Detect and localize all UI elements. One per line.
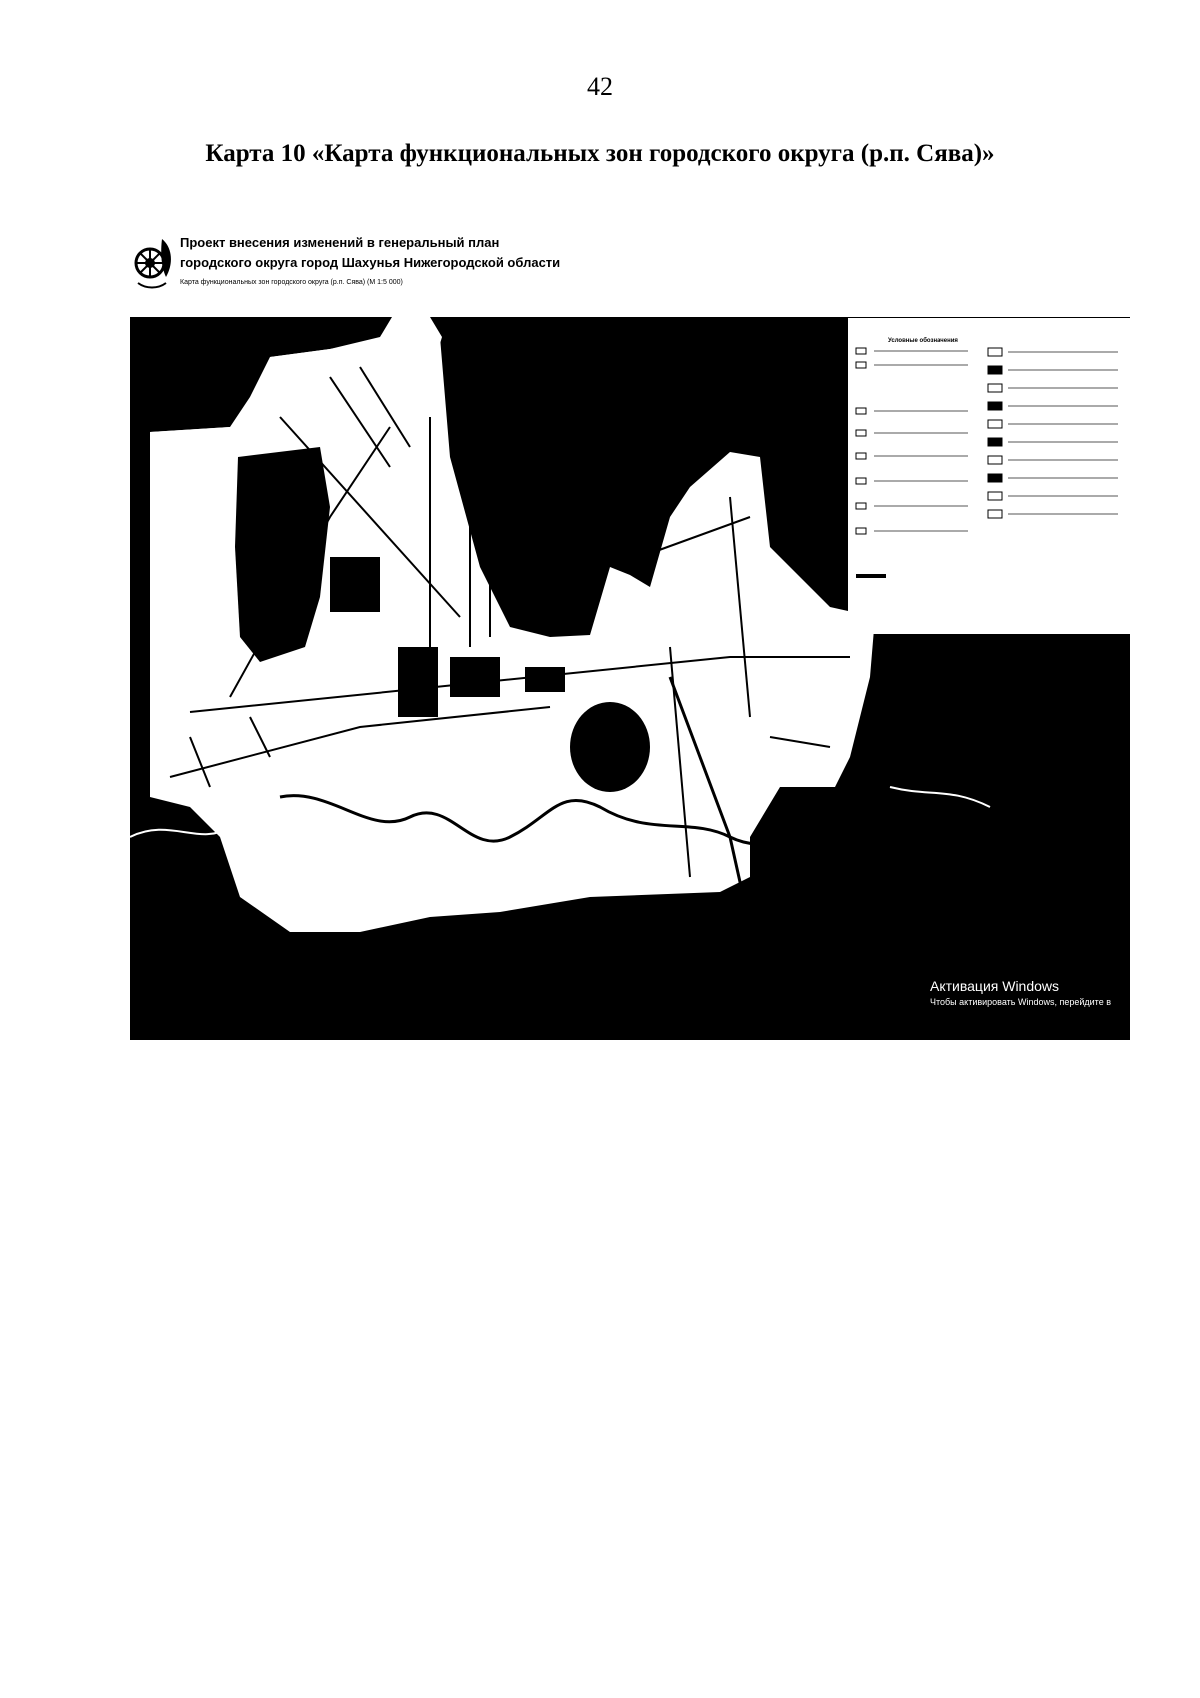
map-figure: Проект внесения изменений в генеральный … (130, 225, 1130, 1040)
header-line-3: Карта функциональных зон городского окру… (180, 279, 403, 286)
emblem-icon (134, 239, 171, 289)
legend-title: Условные обозначения (888, 338, 958, 344)
header-line-2: городского округа город Шахунья Нижегоро… (180, 255, 561, 270)
watermark-subtitle: Чтобы активировать Windows, перейдите в (930, 997, 1111, 1007)
river-east (889, 786, 991, 808)
dark-zone (450, 657, 500, 697)
dark-zone (330, 557, 380, 612)
industrial-zone (235, 447, 330, 662)
map-header: Проект внесения изменений в генеральный … (130, 225, 1130, 317)
river (279, 794, 951, 864)
document-title: Карта 10 «Карта функциональных зон город… (205, 140, 995, 167)
map-legend: Условные обозначения (848, 318, 1130, 634)
windows-activation-watermark: Активация Windows Чтобы активировать Win… (930, 978, 1111, 1007)
river-west (130, 826, 231, 838)
header-line-1: Проект внесения изменений в генеральный … (180, 235, 500, 250)
road-network (169, 366, 850, 878)
map-territory-west (150, 427, 250, 787)
legend-swatches (855, 347, 1118, 578)
map-territory (150, 337, 875, 932)
map-territory-north (270, 317, 442, 387)
dark-zone (525, 667, 565, 692)
marsh (570, 702, 650, 792)
map-canvas (130, 317, 1130, 1040)
dark-zone (398, 647, 438, 717)
watermark-title: Активация Windows (930, 978, 1060, 994)
page-number: 42 (587, 72, 613, 101)
